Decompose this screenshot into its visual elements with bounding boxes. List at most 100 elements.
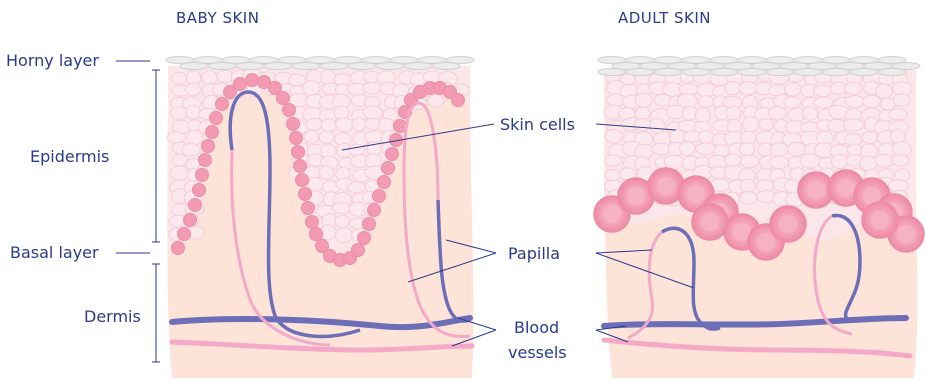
skin-cell (889, 109, 907, 120)
skin-cell (863, 95, 881, 107)
basal-cell (358, 232, 371, 245)
skin-cell (167, 132, 185, 143)
basal-cell (283, 104, 296, 117)
skin-cell (739, 143, 754, 156)
skin-cell (785, 83, 802, 96)
horny-cell (404, 63, 432, 70)
skin-cell (696, 143, 715, 155)
skin-cell (352, 118, 366, 131)
basal-cell (172, 242, 185, 255)
skin-cell (860, 156, 877, 171)
skin-cell (784, 97, 801, 108)
skin-cell (321, 70, 335, 85)
horny-cell (822, 69, 850, 76)
skin-cell (289, 74, 306, 86)
skin-cell (726, 106, 741, 120)
basal-cell (299, 188, 312, 201)
horny-cell (264, 63, 292, 70)
horny-cell (348, 63, 376, 70)
skin-cell (304, 130, 319, 142)
basal-cell (373, 190, 386, 203)
skin-cell (334, 106, 349, 120)
epidermis-label: Epidermis (30, 147, 109, 166)
basal-cell (184, 214, 197, 227)
skin-cell (170, 166, 189, 180)
horny-cell (376, 63, 404, 70)
skin-cell (740, 179, 755, 192)
horny-cell (180, 63, 208, 70)
skin-cell (308, 177, 323, 191)
basal-cell (178, 228, 191, 241)
basal-cell (189, 199, 202, 212)
basal-cell-nucleus (627, 187, 645, 205)
skin-cell (186, 158, 200, 169)
basal-cell (290, 132, 303, 145)
basal-cell-nucleus (837, 179, 855, 197)
horny-cell (208, 63, 236, 70)
skin-cell (335, 228, 352, 243)
skin-cell (695, 108, 710, 123)
skin-cell (363, 82, 381, 93)
basal-cell-nucleus (757, 233, 775, 251)
horny-cell (654, 69, 682, 76)
horny-cell (682, 69, 710, 76)
skin-cell (740, 191, 757, 204)
skin-cell (845, 95, 865, 107)
skin-cell (182, 144, 200, 156)
skin-cell (802, 107, 817, 120)
basal-cell-nucleus (603, 205, 621, 223)
basal-cell (287, 118, 300, 131)
horny-cell (626, 69, 654, 76)
basal-cell (202, 140, 215, 153)
skin-cell (800, 154, 820, 168)
horny-cell (766, 69, 794, 76)
basal-cell (294, 160, 307, 173)
basal-cell (277, 92, 290, 105)
basal-cell-nucleus (807, 181, 825, 199)
skin-cells-label: Skin cells (500, 115, 575, 134)
basal-cell (193, 184, 206, 197)
basal-cell (302, 202, 315, 215)
skin-cell (173, 154, 187, 166)
basal-cell (246, 74, 259, 87)
skin-cell (893, 94, 910, 107)
skin-cell (605, 155, 621, 166)
basal-layer-label: Basal layer (10, 243, 99, 262)
blood-vessels-label-line1: Blood (514, 318, 559, 337)
basal-cell (234, 78, 247, 91)
skin-cell (814, 97, 834, 108)
skin-cell (788, 142, 806, 156)
skin-cell (725, 154, 742, 167)
basal-cell (368, 204, 381, 217)
basal-cell (199, 154, 212, 167)
basal-cell (296, 174, 309, 187)
basal-cell (382, 162, 395, 175)
skin-cell (186, 105, 200, 119)
skin-cell (605, 170, 620, 181)
skin-cell (187, 130, 203, 145)
skin-cell (770, 143, 788, 157)
skin-cell (321, 119, 336, 132)
basal-cell (210, 112, 223, 125)
skin-cell (306, 118, 323, 130)
skin-cell (650, 118, 665, 133)
horny-cell (320, 63, 348, 70)
horny-cell (292, 63, 320, 70)
adult-horny-layer (598, 57, 920, 76)
skin-cell (769, 156, 788, 169)
adult-skin-panel (594, 57, 924, 379)
horny-cell (738, 69, 766, 76)
skin-cell (895, 169, 910, 181)
basal-cell-nucleus (779, 215, 797, 233)
basal-cell-nucleus (897, 225, 915, 243)
skin-cell (303, 81, 320, 95)
basal-cell-nucleus (871, 211, 889, 229)
papilla-label: Papilla (508, 244, 560, 263)
horny-cell (850, 69, 878, 76)
skin-cell (876, 84, 892, 98)
skin-cell (843, 119, 863, 131)
skin-cell (832, 154, 848, 168)
skin-cell (336, 118, 354, 132)
skin-cell (679, 84, 699, 95)
skin-cell (664, 155, 683, 169)
